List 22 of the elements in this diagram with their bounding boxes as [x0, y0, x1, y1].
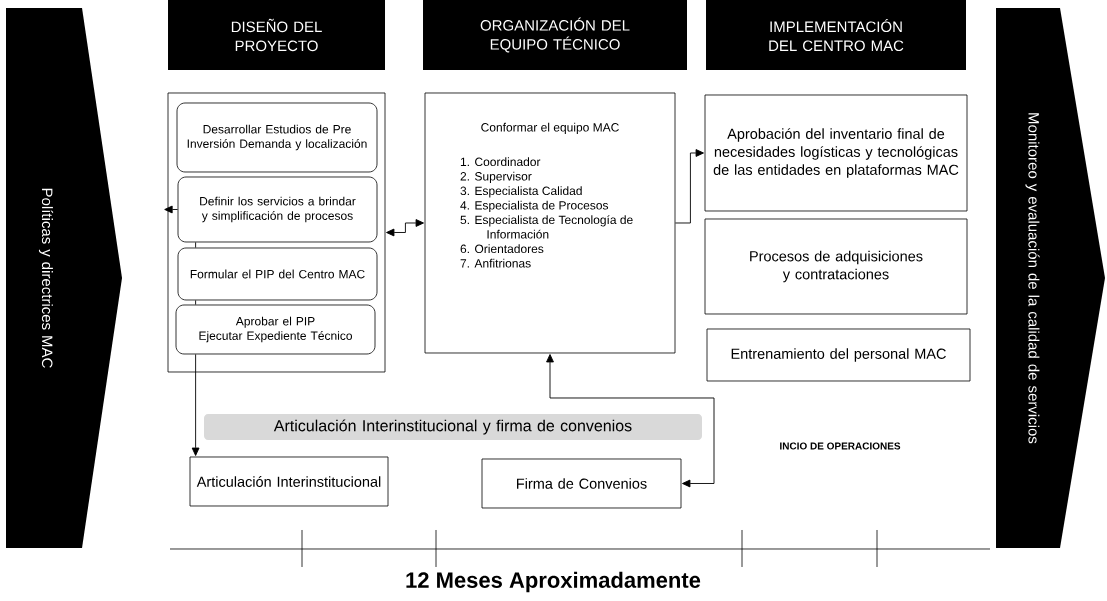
arrow [164, 205, 179, 214]
arrow [674, 149, 704, 224]
task-box: Definir los servicios a brindar y simplificación de procesos [177, 176, 378, 243]
process-box: Procesos de adquisiciones y contrataciones [704, 218, 968, 315]
timeline-caption: 12 Meses Aproximadamente [406, 571, 701, 593]
process-box: Firma de Convenios [481, 458, 682, 509]
process-box: Articulación Interinstitucional [189, 456, 389, 507]
team-box: Conformar el equipo MAC 1. Coordinador 2. Supervisor 3. Especialista Calidad 4. Especialista de Procesos 5. Especialista de Tecnología de Información 6. Orientadores 7. Anfitrionas [424, 92, 676, 354]
task-box: Aprobar el PIP Ejecutar Expediente Técnico [175, 304, 376, 355]
arrow [546, 354, 715, 488]
process-box: Entrenamiento del personal MAC [706, 328, 971, 382]
milestone-label: INCIO DE OPERACIONES [780, 442, 901, 450]
arrow [386, 219, 424, 237]
phase-band: Articulación Interinstitucional y firma de convenios [204, 414, 702, 440]
arrow [191, 353, 200, 456]
phase-header: ORGANIZACIÓN DEL EQUIPO TÉCNICO [423, 0, 687, 70]
phase-header: IMPLEMENTACIÓN DEL CENTRO MAC [706, 0, 966, 70]
process-box: Aprobación del inventario final de necesidades logísticas y tecnológicas de las entidades en plataformas MAC [704, 94, 968, 212]
task-box: Desarrollar Estudios de Pre Inversión Demanda y localización [176, 102, 378, 173]
phase-header: DISEÑO DEL PROYECTO [168, 0, 385, 70]
task-box: Formular el PIP del Centro MAC [177, 247, 378, 301]
process-box [167, 92, 386, 373]
